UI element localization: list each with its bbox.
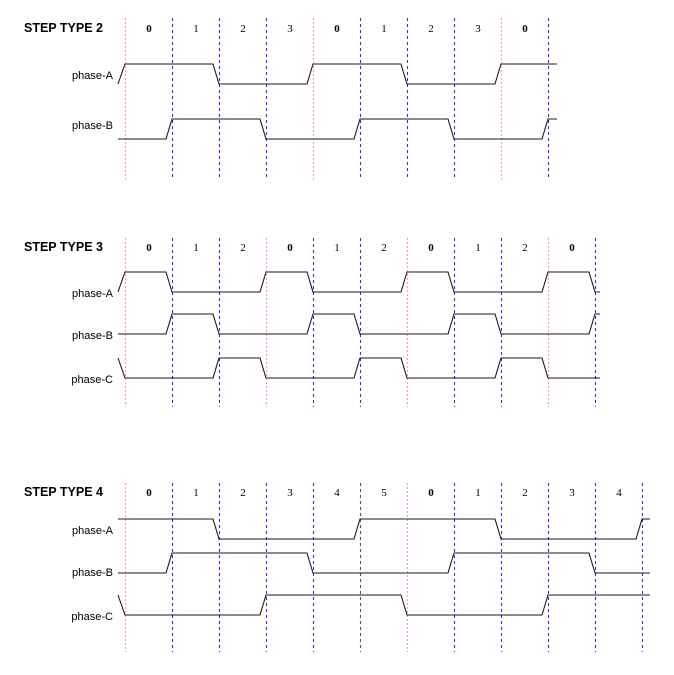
step-number: 0	[428, 242, 434, 254]
step-number: 0	[146, 23, 152, 35]
step-number: 0	[146, 242, 152, 254]
step-number: 1	[381, 23, 387, 35]
step-number: 1	[334, 242, 340, 254]
step-number: 0	[522, 23, 528, 35]
waveform-phase-b	[118, 118, 557, 140]
phase-label-c: phase-C	[71, 611, 113, 623]
grid-lines-step-type-4	[124, 483, 644, 652]
step-number: 3	[569, 487, 575, 499]
waveform-phase-a	[117, 63, 557, 85]
step-number: 0	[287, 242, 293, 254]
waveform-phase-a	[118, 518, 650, 540]
step-number: 3	[287, 23, 293, 35]
waveform-phase-b	[118, 552, 650, 574]
waveform-phase-c	[117, 357, 600, 379]
diagram-step-type-2-canvas: STEP TYPE 2 0 1 2 3 0 1	[24, 18, 557, 180]
waveform-phase-b	[118, 313, 600, 335]
step-number: 0	[334, 23, 340, 35]
step-number: 0	[569, 242, 575, 254]
step-number: 4	[334, 487, 340, 499]
step-number: 4	[616, 487, 622, 499]
phase-label-a: phase-A	[72, 70, 114, 82]
phase-label-b: phase-B	[72, 330, 113, 342]
phase-label-a: phase-A	[72, 525, 114, 537]
page-title-step-type-3: STEP TYPE 3	[24, 240, 103, 254]
step-number: 2	[428, 23, 434, 35]
step-number: 2	[240, 242, 246, 254]
phase-label-b: phase-B	[72, 567, 113, 579]
grid-lines-step-type-3	[124, 238, 597, 407]
page-title-step-type-4: STEP TYPE 4	[24, 485, 103, 499]
step-number: 2	[522, 487, 528, 499]
page-title-step-type-2: STEP TYPE 2	[24, 21, 103, 35]
step-number: 1	[193, 487, 199, 499]
step-number: 0	[146, 487, 152, 499]
phase-label-c: phase-C	[71, 374, 113, 386]
step-number: 2	[240, 487, 246, 499]
step-number: 2	[522, 242, 528, 254]
step-number: 5	[381, 487, 387, 499]
waveform-phase-c	[117, 594, 650, 616]
waveform-phase-a	[117, 271, 600, 293]
diagram-step-type-4: STEP TYPE 4 0 1 2 3	[0, 470, 674, 675]
step-number: 2	[240, 23, 246, 35]
step-number: 3	[475, 23, 481, 35]
step-number: 1	[193, 23, 199, 35]
step-numbers-step-type-4: 0 1 2 3 4 5 0 1 2 3 4	[146, 487, 622, 499]
diagram-step-type-2: STEP TYPE 2 0 1 2 3 0 1	[0, 0, 674, 225]
phase-label-a: phase-A	[72, 288, 114, 300]
step-number: 0	[428, 487, 434, 499]
phase-label-b: phase-B	[72, 120, 113, 132]
diagram-step-type-3-canvas: STEP TYPE 3 0 1 2 0 1	[24, 238, 600, 407]
step-number: 3	[287, 487, 293, 499]
diagram-step-type-3: STEP TYPE 3 0 1 2 0 1	[0, 225, 674, 470]
step-number: 2	[381, 242, 387, 254]
step-numbers-step-type-2: 0 1 2 3 0 1 2 3 0	[146, 23, 528, 35]
step-number: 1	[475, 242, 481, 254]
grid-lines-step-type-2	[124, 18, 550, 180]
diagram-step-type-4-canvas: STEP TYPE 4 0 1 2 3	[24, 483, 650, 652]
step-number: 1	[193, 242, 199, 254]
step-number: 1	[475, 487, 481, 499]
step-numbers-step-type-3: 0 1 2 0 1 2 0 1 2 0	[146, 242, 575, 254]
